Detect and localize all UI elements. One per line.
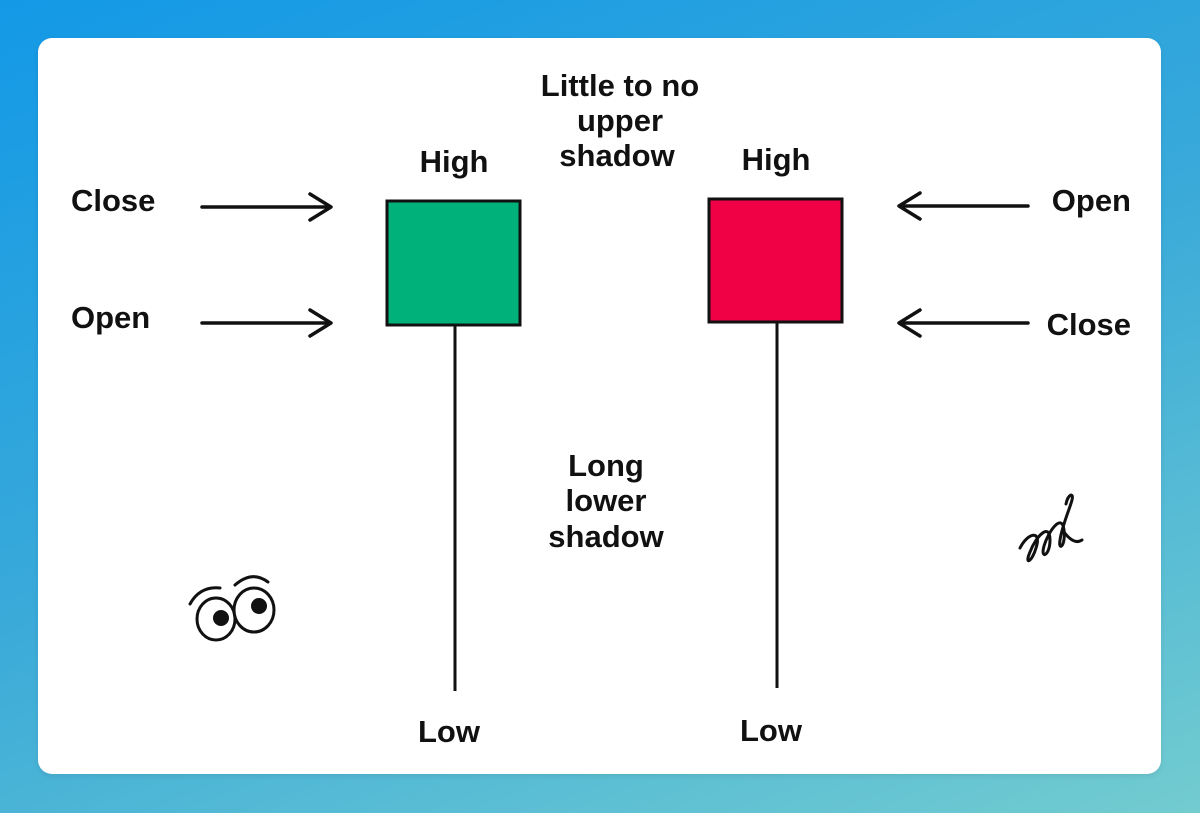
upper-shadow-line-2: upper <box>577 103 663 138</box>
upper-shadow-annotation: Little to no upper shadow <box>541 68 699 173</box>
green-open-label: Open <box>71 300 150 335</box>
red-open-arrow-icon <box>897 191 1030 221</box>
upper-shadow-line-3: shadow <box>559 138 675 173</box>
red-close-arrow-icon <box>897 308 1030 338</box>
green-close-arrow-icon <box>200 192 333 222</box>
googly-eyes-icon <box>188 575 276 642</box>
green-high-label: High <box>420 144 489 179</box>
lower-shadow-annotation: Long lower shadow <box>548 448 664 554</box>
lower-shadow-line-1: Long <box>568 448 644 483</box>
lower-shadow-line-2: lower <box>566 483 647 518</box>
diagram-card <box>38 38 1161 774</box>
green-close-label: Close <box>71 183 155 218</box>
red-candle: High Low Open Close <box>707 142 1131 748</box>
red-candle-body <box>707 197 844 324</box>
scribble-icon <box>1018 493 1084 563</box>
red-close-label: Close <box>1047 307 1131 342</box>
red-open-label: Open <box>1052 183 1131 218</box>
green-candle: High Low Close Open <box>71 144 522 749</box>
green-low-label: Low <box>418 714 481 749</box>
green-open-arrow-icon <box>200 308 333 338</box>
lower-shadow-line-3: shadow <box>548 519 664 554</box>
red-high-label: High <box>742 142 811 177</box>
red-low-label: Low <box>740 713 803 748</box>
green-candle-body <box>385 199 522 327</box>
upper-shadow-line-1: Little to no <box>541 68 699 103</box>
